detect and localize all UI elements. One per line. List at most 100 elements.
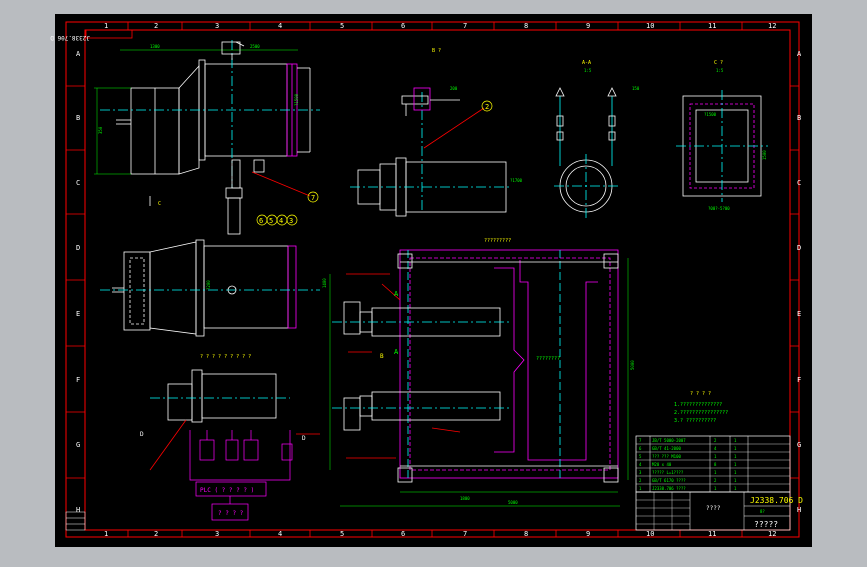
section-b-title: B ?	[432, 48, 441, 54]
bom-row: 1 J2338.706 ???? 1 1	[639, 486, 737, 491]
bom-no: 2	[639, 478, 642, 483]
plan-view[interactable]: ????????? 1400 5000 1800 5000	[322, 238, 635, 507]
bom-row: 4 M20 x 40 8 1	[639, 462, 737, 467]
bom-name: JB/T 5000-2007	[652, 438, 686, 443]
zone-col-1-bottom: 1	[104, 530, 108, 538]
bom-no: 7	[639, 438, 642, 443]
bom-note: 1	[734, 478, 737, 483]
detail-view[interactable]: ? ? ? ? ? ? ? ? ?	[149, 354, 320, 471]
section-c-scale: 1:5	[716, 68, 724, 73]
number-stamp-text: J2338.706 D	[50, 34, 90, 41]
callout-5: 5	[269, 217, 273, 225]
dim-front-left: 1300	[150, 44, 160, 49]
dim-c-right: 1500	[762, 150, 767, 160]
view-c-marker: C	[158, 201, 161, 207]
section-aa-title: A-A	[582, 60, 591, 66]
bom-row: 2 GB/T 6170 ???? 2 1	[639, 478, 737, 483]
bom-no: 1	[639, 486, 642, 491]
bom-no: 6	[639, 446, 642, 451]
dim-plan-right: 5000	[630, 360, 635, 370]
zone-col-2-bottom: 2	[154, 530, 158, 538]
zone-row-b-right: B	[797, 114, 801, 122]
part-callouts[interactable]: 6 5 4 3	[256, 214, 298, 226]
zone-col-6: 6	[401, 22, 405, 30]
zone-row-g: G	[76, 441, 80, 449]
bom-name: M20 x 40	[652, 462, 672, 467]
bom-qty: 1	[714, 470, 717, 475]
outer-frame	[65, 21, 800, 538]
zone-col-5: 5	[340, 22, 344, 30]
marker-d-left: D	[140, 431, 144, 438]
front-view[interactable]: 1300 2500 350 ?1500 C	[94, 40, 320, 235]
zone-col-9: 9	[586, 22, 590, 30]
bom-note: 1	[734, 446, 737, 451]
zone-ticks	[66, 22, 799, 537]
zone-col-7: 7	[463, 22, 467, 30]
title-block[interactable]: J2338.706 D 8? ????? ????	[635, 491, 803, 531]
title-block-left-label: ????	[706, 505, 721, 512]
control-schematic[interactable]	[189, 430, 293, 521]
zone-col-6-bottom: 6	[401, 530, 405, 538]
detail-title: ? ? ? ? ? ? ? ? ?	[200, 354, 251, 360]
dim-aa: 150	[632, 86, 640, 91]
mid-title: ????????	[536, 356, 560, 362]
dim-c-top: ?1500	[704, 112, 717, 117]
bom-table[interactable]: 7 JB/T 5000-2007 2 1 6 GB/T 41-2000 4 1 …	[635, 435, 791, 493]
zone-col-3: 3	[215, 22, 219, 30]
zone-col-10: 10	[646, 22, 654, 30]
marker-a-top: A	[394, 290, 399, 298]
zone-col-8-bottom: 8	[524, 530, 528, 538]
dim-section-b: 200	[450, 86, 458, 91]
zone-col-4-bottom: 4	[278, 530, 282, 538]
section-aa-view[interactable]: A-A 1:5 150	[554, 60, 640, 218]
marker-d-right: D	[302, 435, 306, 442]
dim-section-b-right: ?1700	[510, 178, 523, 183]
zone-row-e-right: E	[797, 310, 801, 318]
bom-name: GB/T 6170 ????	[652, 478, 686, 483]
bom-qty: 2	[714, 478, 717, 483]
bom-row: 6 GB/T 41-2000 4 1	[639, 446, 737, 451]
balloon-7-text: 7	[311, 194, 315, 202]
section-c-title: C ?	[714, 60, 723, 66]
title-block-row-code: 8?	[760, 509, 765, 514]
zone-row-g-right: G	[797, 441, 801, 449]
bom-row: 7 JB/T 5000-2007 2 1	[639, 438, 737, 443]
section-c-view[interactable]: C ? 1:5 ?1500 ?00?-5?00 1500	[676, 60, 768, 211]
zone-row-a: A	[76, 50, 81, 58]
dim-plan-left: 1400	[322, 278, 327, 288]
balloon-2[interactable]: 2	[481, 100, 493, 112]
notes-block: ? ? ? ? 1.?????????????? 2.?????????????…	[674, 391, 728, 424]
bom-name: GB/T 41-2000	[652, 446, 681, 451]
bom-note: 1	[734, 462, 737, 467]
balloon-7[interactable]: 7	[307, 191, 319, 203]
bom-note: 1	[734, 486, 737, 491]
dim-c-bottom: ?00?-5?00	[708, 206, 730, 211]
zone-col-11-bottom: 11	[708, 530, 716, 538]
schematic-labels: PLC ( ? ? ? ? ) ? ? ? ?	[200, 487, 254, 517]
bom-note: 1	[734, 454, 737, 459]
zone-row-c-right: C	[797, 179, 801, 187]
top-view[interactable]: ?200	[100, 239, 320, 337]
zone-col-12-bottom: 12	[768, 530, 776, 538]
zone-col-3-bottom: 3	[215, 530, 219, 538]
section-b-view[interactable]: B ? 200 ?1700	[350, 48, 523, 217]
dim-plan-bottom: 1800	[460, 496, 470, 501]
bom-qty: 1	[714, 486, 717, 491]
zone-row-f: F	[76, 376, 80, 384]
marker-b: B	[380, 353, 384, 360]
zone-col-8: 8	[524, 22, 528, 30]
dim-front-dia: ?1500	[294, 93, 299, 106]
bom-note: 1	[734, 470, 737, 475]
note-line-3: 3.? ??????????	[674, 418, 716, 424]
plc-label: PLC ( ? ? ? ? )	[200, 487, 254, 494]
zone-col-5-bottom: 5	[340, 530, 344, 538]
bom-no: 4	[639, 462, 642, 467]
number-stamp: J2338.706 D	[50, 29, 133, 41]
bom-no: 3	[639, 470, 642, 475]
zone-col-1: 1	[104, 22, 108, 30]
bom-row: 3 ????? L=1???? 1 1	[639, 470, 737, 475]
bom-qty: 1	[714, 454, 717, 459]
bom-name: ????? L=1????	[652, 470, 684, 475]
